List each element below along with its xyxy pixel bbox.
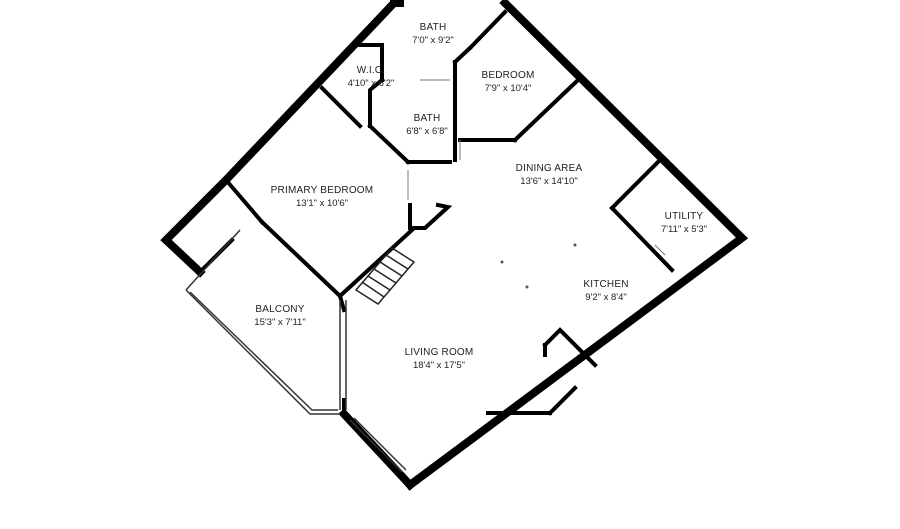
- room-name: KITCHEN: [583, 279, 629, 290]
- room-dimensions: 9'2" x 8'4": [585, 292, 627, 303]
- room-bedroom: BEDROOM 7'9" x 10'4": [481, 69, 534, 95]
- interior-walls: [197, 9, 675, 416]
- room-name: BEDROOM: [481, 70, 535, 81]
- room-name: BATH: [413, 113, 441, 124]
- room-wic: W.I.C. 4'10" x 6'2": [348, 64, 395, 90]
- room-name: LIVING ROOM: [404, 347, 474, 358]
- room-dining-area: DINING AREA 13'6" x 14'10": [516, 162, 583, 188]
- room-dimensions: 15'3" x 7'11": [254, 317, 306, 328]
- room-balcony: BALCONY 15'3" x 7'11": [254, 303, 305, 329]
- room-name: BATH: [419, 22, 447, 33]
- room-name: DINING AREA: [515, 163, 583, 174]
- room-primary-bedroom: PRIMARY BEDROOM 13'1" x 10'6": [271, 184, 374, 210]
- fixture-dots: [500, 243, 577, 289]
- room-dimensions: 7'0" x 9'2": [412, 35, 454, 46]
- stairs: [354, 247, 416, 305]
- window-sliders: [339, 300, 407, 473]
- room-name: BALCONY: [255, 304, 305, 315]
- room-dimensions: 13'6" x 14'10": [520, 176, 578, 187]
- room-bath-lower: BATH 6'8" x 6'8": [406, 112, 448, 138]
- room-dimensions: 7'9" x 10'4": [484, 83, 532, 94]
- room-dimensions: 18'4" x 17'5": [412, 360, 466, 371]
- room-name: PRIMARY BEDROOM: [270, 185, 374, 196]
- room-living-room: LIVING ROOM 18'4" x 17'5": [405, 346, 474, 372]
- room-dimensions: 6'8" x 6'8": [406, 126, 448, 137]
- room-kitchen: KITCHEN 9'2" x 8'4": [583, 278, 628, 304]
- room-name: UTILITY: [664, 211, 704, 222]
- room-dimensions: 13'1" x 10'6": [295, 198, 349, 209]
- room-bath-upper: BATH 7'0" x 9'2": [412, 21, 454, 47]
- room-name: W.I.C.: [356, 65, 386, 76]
- room-dimensions: 4'10" x 6'2": [347, 78, 395, 89]
- door-marks: [407, 79, 666, 256]
- room-dimensions: 7'11" x 5'3": [660, 224, 708, 235]
- balcony-railing: [185, 229, 340, 415]
- room-utility: UTILITY 7'11" x 5'3": [661, 210, 707, 236]
